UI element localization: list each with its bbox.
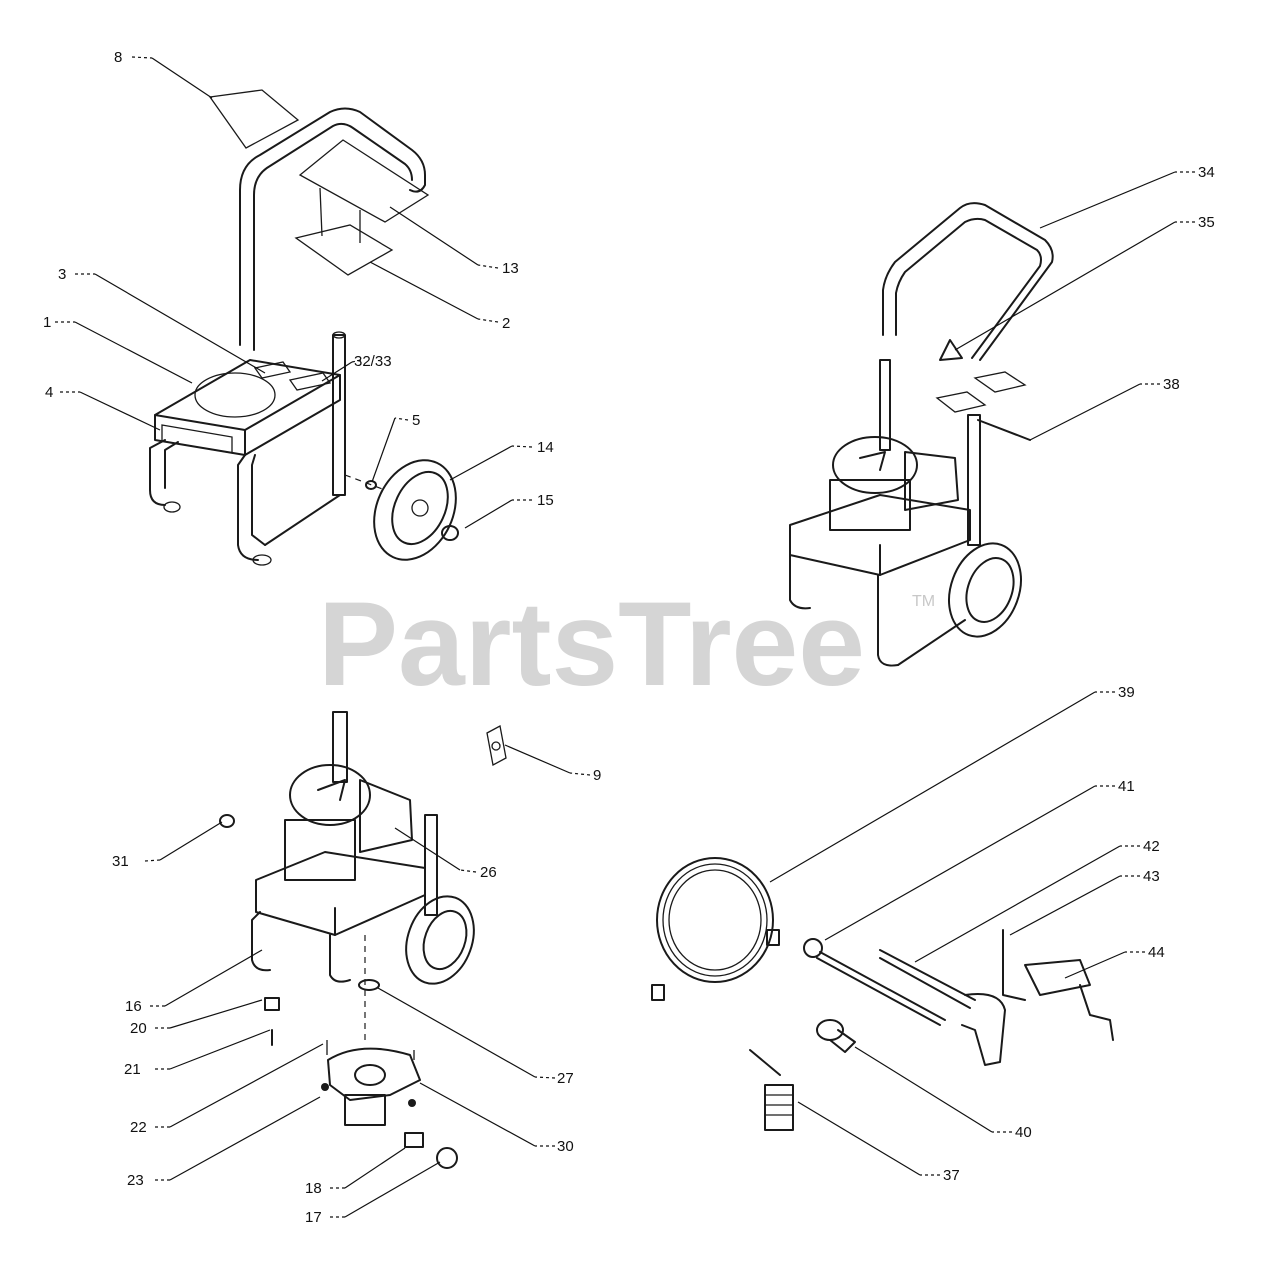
callout-2: 2 xyxy=(502,315,510,332)
callout-32-33: 32/33 xyxy=(354,353,392,370)
callout-30: 30 xyxy=(557,1138,574,1155)
callout-43: 43 xyxy=(1143,868,1160,885)
complete-unit-view xyxy=(789,202,1054,667)
callout-21: 21 xyxy=(124,1061,141,1078)
callout-4: 4 xyxy=(45,384,53,401)
callout-9: 9 xyxy=(593,767,601,784)
callout-31: 31 xyxy=(112,853,129,870)
callout-17: 17 xyxy=(305,1209,322,1226)
frame-assembly-exploded xyxy=(149,89,459,566)
callout-1: 1 xyxy=(43,314,51,331)
callout-27: 27 xyxy=(557,1070,574,1087)
callout-26: 26 xyxy=(480,864,497,881)
callout-34: 34 xyxy=(1198,164,1215,181)
callout-15: 15 xyxy=(537,492,554,509)
callout-20: 20 xyxy=(130,1020,147,1037)
callout-5: 5 xyxy=(412,412,420,429)
callout-23: 23 xyxy=(127,1172,144,1189)
watermark-text: PartsTree xyxy=(318,577,865,711)
callout-39: 39 xyxy=(1118,684,1135,701)
callout-3: 3 xyxy=(58,266,66,283)
callout-16: 16 xyxy=(125,998,142,1015)
callout-38: 38 xyxy=(1163,376,1180,393)
hose-gun-accessories xyxy=(651,857,1114,1131)
callout-40: 40 xyxy=(1015,1124,1032,1141)
callout-41: 41 xyxy=(1118,778,1135,795)
callout-42: 42 xyxy=(1143,838,1160,855)
callout-14: 14 xyxy=(537,439,554,456)
callout-35: 35 xyxy=(1198,214,1215,231)
engine-pump-assembly-exploded xyxy=(219,711,507,1169)
callout-37: 37 xyxy=(943,1167,960,1184)
callout-22: 22 xyxy=(130,1119,147,1136)
watermark-tm: TM xyxy=(912,593,935,610)
callout-lines xyxy=(55,56,1195,1218)
callout-8: 8 xyxy=(114,49,122,66)
callout-labels: 8 13 2 3 1 32/33 4 5 14 15 34 35 38 39 4… xyxy=(43,49,1215,1226)
callout-44: 44 xyxy=(1148,944,1165,961)
callout-18: 18 xyxy=(305,1180,322,1197)
callout-13: 13 xyxy=(502,260,519,277)
